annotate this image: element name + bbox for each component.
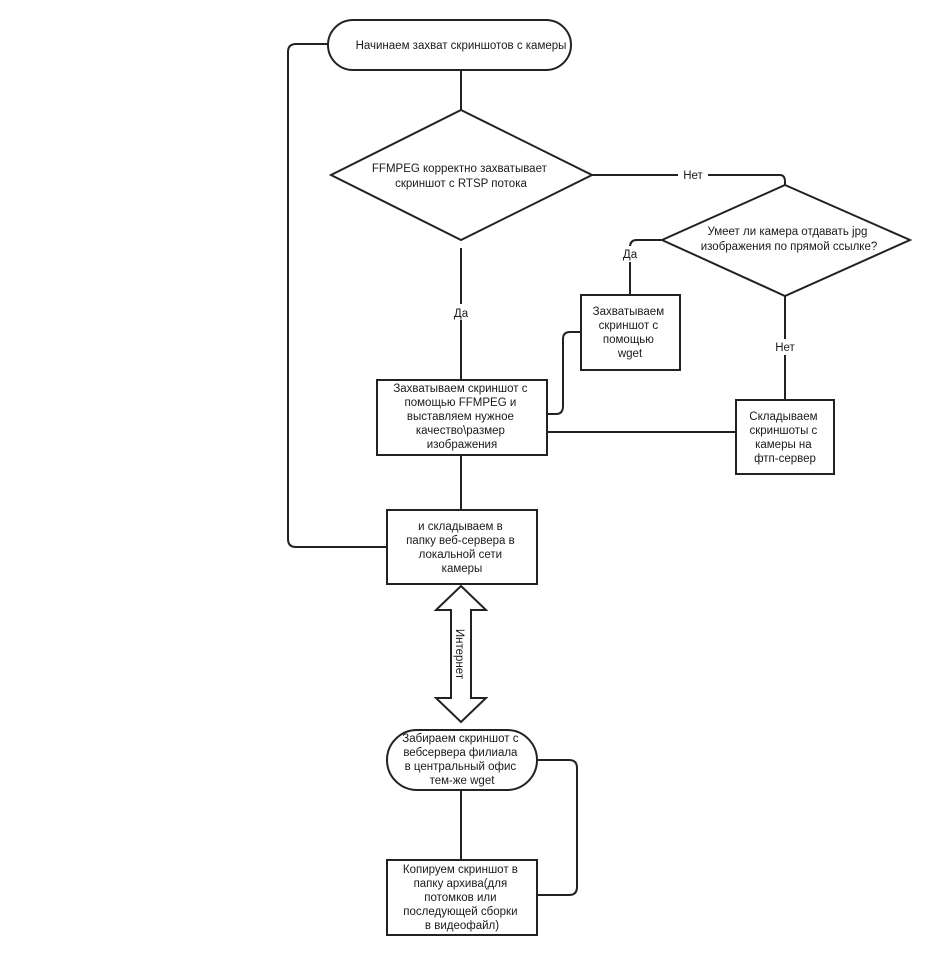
edge-label-no-1-bg: [678, 167, 708, 183]
ffmpeg-capture-box: [376, 379, 548, 456]
internet-arrow: [433, 584, 489, 724]
webserver-store-label: и складываем в папку веб-сервера в локал…: [406, 521, 518, 575]
wget-capture-label: Захватываем скриншот с помощью wget: [593, 306, 668, 360]
jpg-decision-diamond: [659, 183, 913, 298]
connector-loop-back: [287, 43, 387, 548]
webserver-store-box: [386, 509, 538, 585]
ffmpeg-decision-diamond: [328, 108, 595, 242]
ftp-store-box: [735, 399, 835, 475]
fetch-terminal: [386, 729, 538, 791]
archive-copy-box: [386, 859, 538, 936]
ffmpeg-decision-label: FFMPEG корректно захватывает скриншот с …: [372, 163, 550, 190]
node-labels: Начинаем захват скриншотов с камеры FFMP…: [356, 40, 878, 932]
edge-label-yes-2-bg: [617, 246, 643, 262]
start-label: Начинаем захват скриншотов с камеры: [356, 40, 567, 52]
wget-capture-box: [580, 294, 681, 371]
archive-copy-label: Копируем скриншот в папку архива(для пот…: [403, 864, 521, 932]
edge-label-internet: Интернет: [453, 629, 465, 680]
edge-labels: Нет Да Да Нет Интернет: [448, 167, 800, 680]
start-terminal: [327, 19, 572, 71]
connector-ffmpeg-decision-no: [592, 174, 786, 185]
connector-fetch-to-archive-side: [537, 759, 578, 896]
edge-label-no-1: Нет: [683, 170, 703, 182]
nodes: [327, 19, 913, 936]
internet-double-arrow-icon: [433, 584, 489, 724]
edge-label-yes-1-bg: [448, 304, 474, 320]
connector-wget-to-ffmpeg-capture: [547, 331, 581, 415]
fetch-terminal-label: Забираем скриншот с вебсервера филиала в…: [402, 733, 521, 787]
edge-label-no-2: Нет: [775, 342, 795, 354]
jpg-decision-label: Умеет ли камера отдавать jpg изображения…: [701, 226, 878, 253]
edge-label-yes-1: Да: [454, 308, 469, 320]
ftp-store-label: Складываем скриншоты с камеры на фтп-сер…: [749, 411, 820, 465]
ffmpeg-capture-label: Захватываем скриншот с помощью FFMPEG и …: [393, 383, 530, 451]
edge-label-no-2-bg: [770, 339, 800, 355]
edge-label-yes-2: Да: [623, 249, 638, 261]
